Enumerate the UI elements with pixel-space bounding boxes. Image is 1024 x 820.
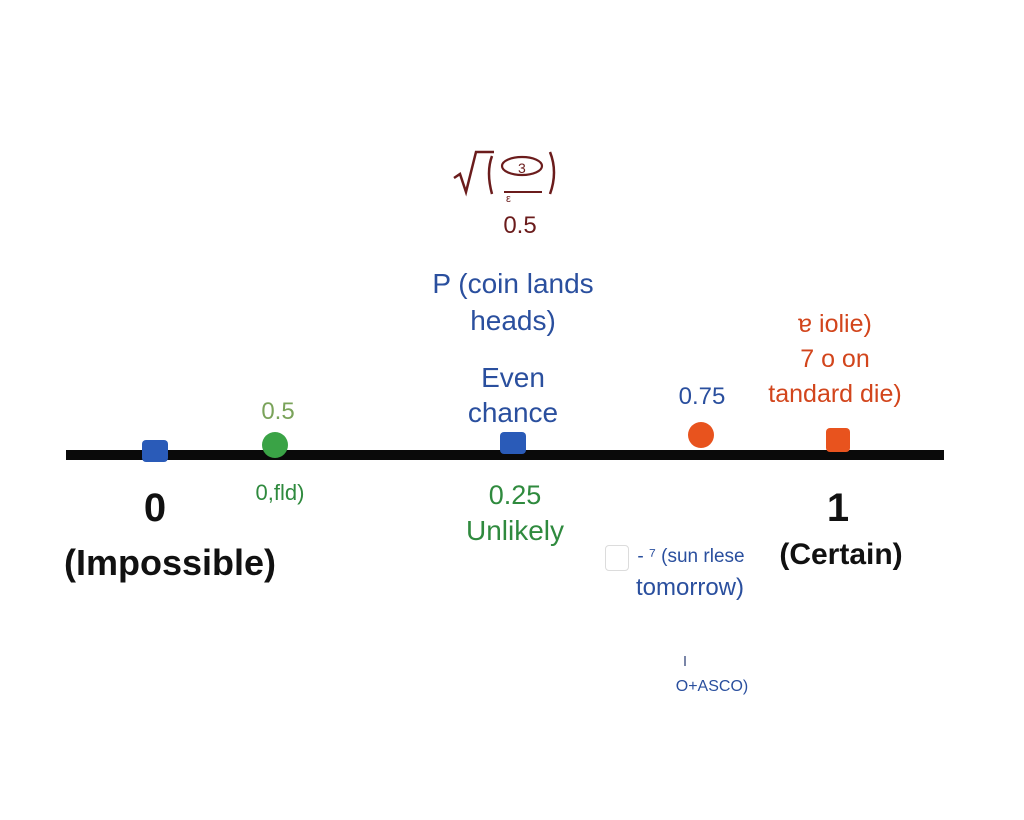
- marker-red: [688, 422, 714, 448]
- certain-label: (Certain): [779, 538, 903, 571]
- faint-checkbox: [605, 545, 629, 571]
- even-chance-line2: chance: [467, 397, 559, 428]
- left-under-label: 0,fld): [255, 480, 305, 505]
- sun-line2: tomorrow): [635, 574, 744, 601]
- one-label: 1: [826, 486, 850, 530]
- marker-zero: [142, 440, 168, 462]
- quarter-label: 0.25: [488, 480, 542, 510]
- probability-axis-line: [66, 450, 944, 460]
- sqrt-formula-icon: 3 ε: [453, 150, 556, 204]
- die-line2: 7 o on: [800, 345, 870, 373]
- formula-top: 3: [518, 160, 526, 176]
- zero-label: 0: [143, 486, 167, 530]
- small-tick: [684, 656, 686, 666]
- formula-bottom: ε: [506, 193, 511, 204]
- formula-value: 0.5: [503, 212, 537, 239]
- coin-event-line1: P (coin lands: [432, 268, 594, 299]
- bottom-code-label: O+ASCO): [675, 678, 749, 695]
- left-value-label: 0.5: [261, 398, 295, 425]
- three-quarter-label: 0.75: [678, 383, 726, 410]
- unlikely-label: Unlikely: [465, 515, 565, 546]
- die-line1: ɐ iolie): [798, 310, 872, 338]
- marker-green: [262, 432, 288, 458]
- marker-die: [826, 428, 850, 452]
- die-line3: tandard die): [768, 380, 902, 408]
- even-chance-line1: Even: [481, 362, 545, 393]
- impossible-label: (Impossible): [63, 542, 277, 583]
- coin-event-line2: heads): [470, 305, 556, 336]
- sun-line1: - ⁷ (sun rlese: [637, 546, 745, 567]
- marker-even: [500, 432, 526, 454]
